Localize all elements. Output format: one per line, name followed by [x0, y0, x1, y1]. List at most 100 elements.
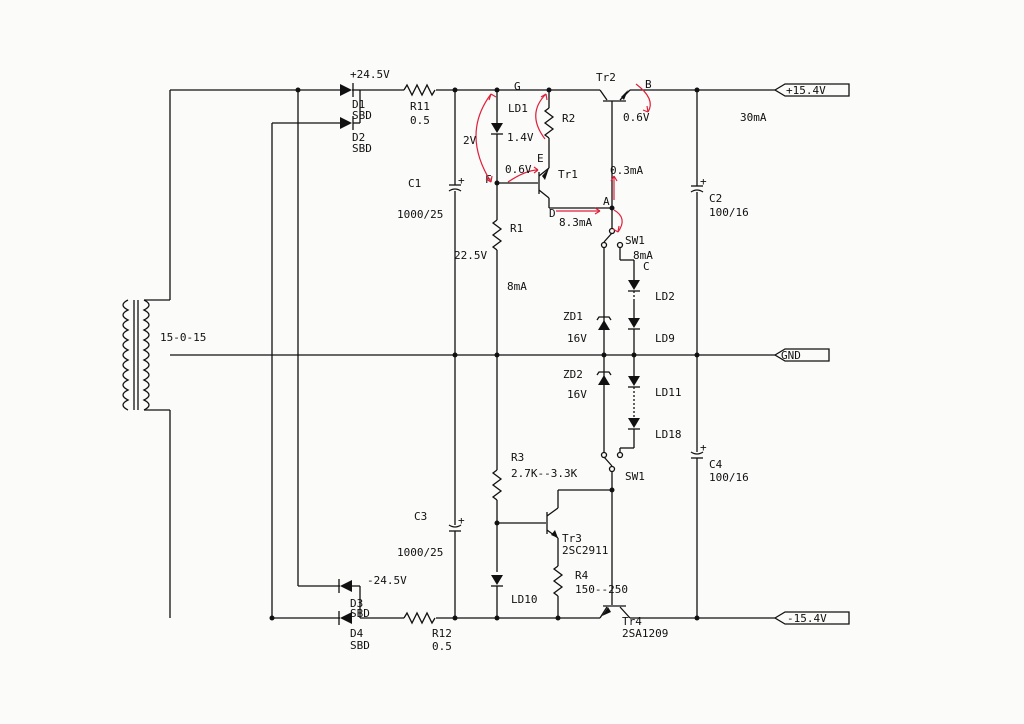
svg-text:+: + — [458, 174, 465, 187]
zd1-value: 16V — [567, 332, 587, 345]
switch-sw1-top: SW1 — [600, 208, 645, 355]
tr3-label: Tr3 — [562, 532, 582, 545]
sw1-top-label: SW1 — [625, 234, 645, 247]
r11-value: 0.5 — [410, 114, 430, 127]
sw1-bottom-label: SW1 — [625, 470, 645, 483]
led-ld10: LD10 — [491, 575, 538, 618]
node-g: G — [514, 80, 521, 93]
gnd-label: GND — [781, 349, 801, 362]
annot-2v: 2V — [463, 134, 477, 147]
d2-type: SBD — [352, 142, 372, 155]
transistor-tr1: Tr1 — [497, 167, 612, 209]
zd2-label: ZD2 — [563, 368, 583, 381]
ld2-label: LD2 — [655, 290, 675, 303]
resistor-r4: R4 150--250 — [552, 565, 628, 618]
switch-sw1-bottom: SW1 — [600, 448, 645, 605]
svg-text:+: + — [700, 175, 707, 188]
tr3-part: 2SC2911 — [562, 544, 608, 557]
r12-value: 0.5 — [432, 640, 452, 653]
r4-label: R4 — [575, 569, 589, 582]
resistor-r1: R1 — [491, 183, 523, 470]
d1-type: SBD — [352, 109, 372, 122]
capacitor-c1: + C1 1000/25 — [397, 90, 465, 355]
c1-label: C1 — [408, 177, 421, 190]
neg-in-label: -24.5V — [367, 574, 407, 587]
d4-type: SBD — [350, 639, 370, 652]
c1-value: 1000/25 — [397, 208, 443, 221]
ld11-label: LD11 — [655, 386, 682, 399]
transistor-tr3: Tr3 2SC2911 — [497, 489, 612, 566]
node-e: E — [537, 152, 544, 165]
led-current: 8mA — [633, 249, 653, 262]
led-chain-lower: LD11 LD18 — [620, 355, 682, 449]
transistor-tr4: Tr4 2SA1209 — [599, 605, 668, 640]
r11-label: R11 — [410, 100, 430, 113]
svg-text:+: + — [700, 441, 707, 454]
zd1-label: ZD1 — [563, 310, 583, 323]
node-f: F — [485, 173, 492, 186]
ld10-label: LD10 — [511, 593, 538, 606]
c3-value: 1000/25 — [397, 546, 443, 559]
r2-label: R2 — [562, 112, 575, 125]
zd2-value: 16V — [567, 388, 587, 401]
pos-in-label: +24.5V — [350, 68, 390, 81]
d2-label: D2 — [352, 131, 365, 144]
r12-label: R12 — [432, 627, 452, 640]
d4-label: D4 — [350, 627, 364, 640]
transformer-label: 15-0-15 — [160, 331, 206, 344]
c4-label: C4 — [709, 458, 723, 471]
pos-out-label: +15.4V — [786, 84, 826, 97]
annot-0-6v-tr1: 0.6V — [505, 163, 532, 176]
node-a: A — [603, 195, 610, 208]
capacitor-c4: + C4 100/16 — [690, 355, 749, 618]
transistor-tr2: Tr2 — [596, 71, 631, 208]
d3-type: SBD — [350, 607, 370, 620]
diode-d1: D1 SBD — [340, 83, 372, 122]
node-d: D — [549, 207, 556, 220]
r3-label: R3 — [511, 451, 524, 464]
led-chain-upper: LD2 LD9 — [628, 260, 675, 355]
diode-d3: D3 SBD — [298, 579, 370, 620]
ld18-label: LD18 — [655, 428, 682, 441]
c2-value: 100/16 — [709, 206, 749, 219]
ld1-label: LD1 — [508, 102, 528, 115]
diode-d4: D4 SBD — [338, 611, 370, 652]
annot-8-3ma: 8.3mA — [559, 216, 592, 229]
tr1-label: Tr1 — [558, 168, 578, 181]
neg-out-label: -15.4V — [787, 612, 827, 625]
c2-label: C2 — [709, 192, 722, 205]
r1-voltage: 22.5V — [454, 249, 487, 262]
d1-label: D1 — [352, 98, 365, 111]
r1-label: R1 — [510, 222, 523, 235]
zener-zd2: ZD2 16V — [563, 368, 612, 401]
svg-text:+: + — [458, 514, 465, 527]
annot-1-4v: 1.4V — [507, 131, 534, 144]
annot-0-6v-tr2: 0.6V — [623, 111, 650, 124]
positive-rail: +15.4V 30mA +24.5V — [170, 68, 850, 124]
junction-dots — [269, 87, 700, 621]
d3-label: D3 — [350, 597, 363, 610]
c3-label: C3 — [414, 510, 427, 523]
node-c: C — [643, 260, 650, 273]
tr2-label: Tr2 — [596, 71, 616, 84]
diode-d2: D2 SBD — [272, 90, 372, 155]
handwritten-annotations: 2V 1.4V 0.6V 0.6V 0.3mA 8.3mA — [463, 83, 651, 233]
tr4-part: 2SA1209 — [622, 627, 668, 640]
c4-value: 100/16 — [709, 471, 749, 484]
negative-rail: -15.4V -24.5V R12 0.5 — [272, 574, 850, 653]
transformer: 15-0-15 — [122, 90, 206, 618]
r3-value: 2.7K--3.3K — [511, 467, 578, 480]
led-ld1: LD1 — [491, 90, 528, 183]
capacitor-c3: + C3 1000/25 — [397, 355, 465, 618]
resistor-r2: R2 — [543, 90, 575, 168]
ld9-label: LD9 — [655, 332, 675, 345]
annot-0-3ma: 0.3mA — [610, 164, 643, 177]
resistor-r3: R3 2.7K--3.3K — [491, 451, 578, 572]
r4-value: 150--250 — [575, 583, 628, 596]
r1-current: 8mA — [507, 280, 527, 293]
capacitor-c2: + C2 100/16 — [690, 90, 749, 355]
zener-zd1: ZD1 16V — [563, 310, 612, 345]
load-current: 30mA — [740, 111, 767, 124]
